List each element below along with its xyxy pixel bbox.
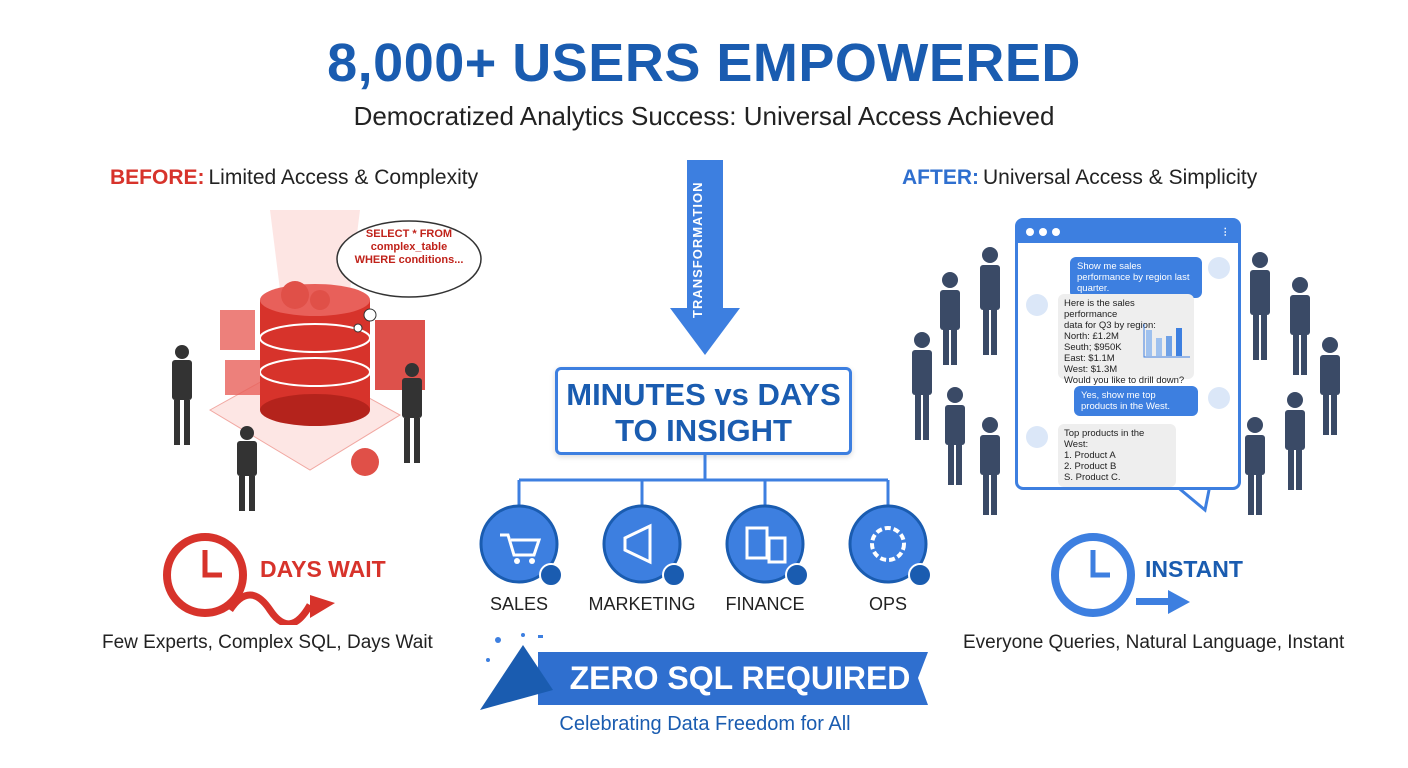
sql-line: complex_table [370,241,448,253]
user-message: Show me sales performance by region last… [1070,257,1202,298]
dept-ops: OPS [868,594,907,614]
after-label: AFTER: [902,166,979,189]
bot-message: Here is the sales performance data for Q… [1058,294,1194,386]
before-caption: Few Experts, Complex SQL, Days Wait [102,632,433,653]
insight-line: TO INSIGHT [615,413,792,448]
before-heading: BEFORE:Limited Access & Complexity [110,166,478,190]
dept-marketing: MARKETING [588,594,696,614]
msg-line: 1. Product A [1064,450,1116,461]
days-wait-label: DAYS WAIT [260,556,386,582]
transformation-arrow-icon [670,160,740,355]
chat-titlebar: ⋮ [1018,221,1238,243]
page-subtitle: Democratized Analytics Success: Universa… [353,101,1055,131]
bot-avatar-icon [1026,294,1048,316]
msg-line: North: £1.2M [1064,331,1119,342]
coins-calculator-icon [725,504,805,584]
msg-line: Top products in the West: [1064,428,1145,450]
banner-text: ZERO SQL REQUIRED [569,660,911,696]
zero-sql-banner [480,633,928,710]
msg-line: 2. Product B [1064,461,1117,472]
sql-line: WHERE conditions... [354,254,464,266]
banner-subtitle: Celebrating Data Freedom for All [559,713,851,735]
dept-finance: FINANCE [725,594,805,614]
more-icon[interactable]: ⋮ [1220,226,1231,238]
transformation-label: TRANSFORMATION [690,181,705,319]
database-illustration [172,210,425,511]
msg-line: S. Product C. [1064,472,1121,483]
chat-tail [1172,485,1212,513]
users-illustration [912,247,1340,515]
thought-bubble [336,220,482,298]
user-message: Yes, show me top products in the West. [1074,386,1198,416]
tree-connector [517,455,890,505]
msg-line: Here is the sales performance [1064,298,1135,320]
dept-sales: SALES [489,594,549,614]
bot-avatar-icon [1026,426,1048,448]
before-text: Limited Access & Complexity [208,166,479,189]
department-icons [479,504,932,587]
after-caption: Everyone Queries, Natural Language, Inst… [963,632,1345,653]
msg-line: Would you like to drill down? [1064,375,1185,386]
clock-icon [163,533,335,625]
user-avatar-icon [1208,257,1230,279]
gear-wrench-icon [848,504,928,584]
user-avatar-icon [1208,387,1230,409]
msg-line: East: $1.1M [1064,353,1115,364]
bot-message: Top products in the West: 1. Product A 2… [1058,424,1176,487]
megaphone-icon [602,504,682,584]
cart-icon [479,504,559,584]
clock-icon [1051,533,1190,617]
party-popper-icon [480,645,553,710]
check-badge-icon [539,563,932,587]
instant-label: INSTANT [1145,556,1243,582]
before-label: BEFORE: [110,166,205,189]
after-heading: AFTER:Universal Access & Simplicity [902,166,1257,190]
msg-line: data for Q3 by region: [1064,320,1156,331]
after-text: Universal Access & Simplicity [983,166,1258,189]
chat-window: ⋮ Show me sales performance by region la… [1015,218,1241,490]
msg-line: Seuth; $950K [1064,342,1122,353]
sql-line: SELECT * FROM [365,228,453,240]
bar-chart-icon [1143,324,1190,358]
person-icon [912,247,1340,515]
page-title: 8,000+ USERS EMPOWERED [327,33,1081,93]
gear-icon [281,281,379,476]
msg-line: West: $1.3M [1064,364,1118,375]
sql-thought-text: SELECT * FROM complex_table WHERE condit… [336,228,482,267]
person-icon [172,345,422,511]
insight-box: MINUTES vs DAYS TO INSIGHT [555,367,852,455]
insight-line: MINUTES vs DAYS [566,377,841,412]
